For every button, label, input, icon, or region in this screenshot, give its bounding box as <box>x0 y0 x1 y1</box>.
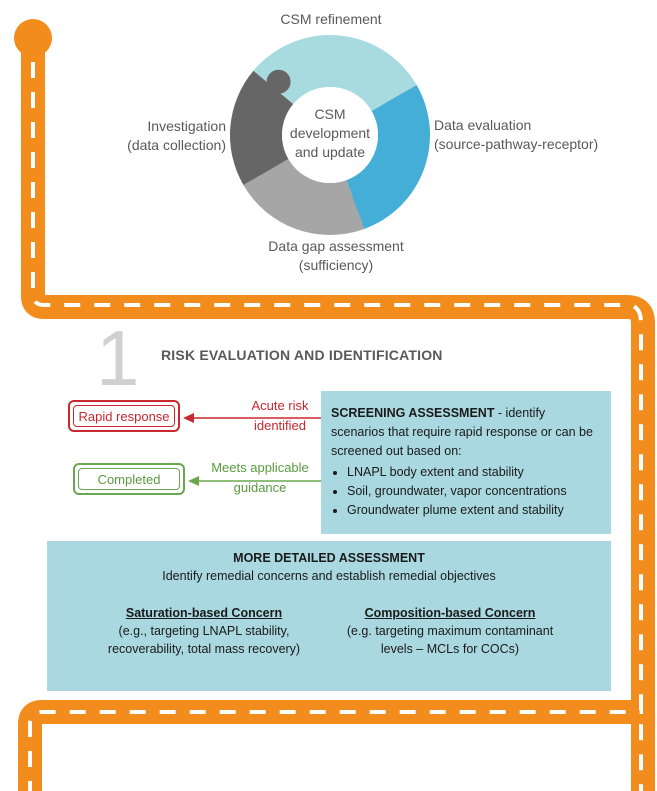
rapid-response-box: Rapid response <box>68 400 180 432</box>
acute-risk-label: Acute risk identified <box>251 398 309 433</box>
cycle-label-investigation: Investigation (data collection) <box>127 118 226 153</box>
cycle-center-label: CSM development and update <box>289 106 371 160</box>
composition-title: Composition-based Concern <box>364 606 536 620</box>
composition-concern: Composition-based Concern (e.g. targetin… <box>335 604 565 658</box>
road-dashes-upper <box>31 62 643 791</box>
csm-cycle <box>230 35 430 235</box>
step-number: 1 <box>96 314 140 402</box>
list-item: Groundwater plume extent and stability <box>347 501 601 520</box>
completed-box: Completed <box>73 463 185 495</box>
saturation-title: Saturation-based Concern <box>125 606 283 620</box>
screening-intro: - identify scenarios that require rapid … <box>331 406 593 458</box>
screening-list: LNAPL body extent and stability Soil, gr… <box>331 463 601 520</box>
list-item: LNAPL body extent and stability <box>347 463 601 482</box>
road-start-cap <box>14 19 52 57</box>
detailed-title: MORE DETAILED ASSESSMENT <box>233 551 425 565</box>
road-lower <box>18 700 643 791</box>
screening-assessment-box: SCREENING ASSESSMENT - identify scenario… <box>321 391 611 534</box>
detailed-subtitle: Identify remedial concerns and establish… <box>162 569 496 583</box>
cycle-segment-evaluation <box>346 85 430 229</box>
road-dashes-lower <box>28 710 643 791</box>
saturation-concern: Saturation-based Concern (e.g., targetin… <box>89 604 319 658</box>
section-title: RISK EVALUATION AND IDENTIFICATION <box>161 347 443 363</box>
cycle-label-evaluation: Data evaluation (source-pathway-receptor… <box>434 117 599 152</box>
puzzle-knob <box>266 69 291 94</box>
cycle-label-gap: Data gap assessment (sufficiency) <box>268 238 404 273</box>
cycle-segment-investigation <box>230 70 294 185</box>
screening-text: SCREENING ASSESSMENT - identify scenario… <box>331 404 601 461</box>
meets-guidance-label: Meets applicable guidance <box>211 460 309 495</box>
list-item: Soil, groundwater, vapor concentrations <box>347 482 601 501</box>
rapid-response-label: Rapid response <box>78 408 170 424</box>
detailed-assessment-box: MORE DETAILED ASSESSMENT Identify remedi… <box>47 541 611 691</box>
screening-title: SCREENING ASSESSMENT <box>331 406 495 420</box>
cycle-segment-gap <box>243 159 365 235</box>
completed-label: Completed <box>97 471 161 487</box>
cycle-segment-refinement <box>253 35 417 111</box>
cycle-label-refinement: CSM refinement <box>280 11 382 27</box>
